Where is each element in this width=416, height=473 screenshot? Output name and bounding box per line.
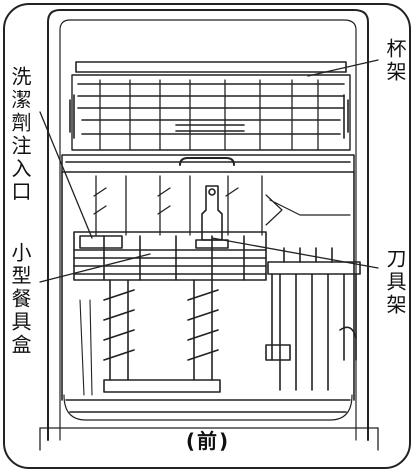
- dishwasher-tub: [47, 9, 369, 441]
- knife-rack-shape: [265, 247, 361, 391]
- diagram-frame: [3, 3, 411, 469]
- detergent-inlet-label: 洗潔劑注入口: [8, 66, 32, 204]
- cup-rack-leader: [307, 59, 379, 77]
- main-rack: [61, 154, 355, 413]
- small-item-box-label: 小型餐具盒: [8, 242, 32, 357]
- cup-rack-shape: [69, 61, 351, 151]
- leader-lines: [39, 59, 379, 283]
- front-base: [39, 427, 379, 451]
- front-label: (前): [185, 429, 231, 453]
- knife-rack-label: 刀具架: [383, 248, 407, 317]
- rack-tines: [93, 79, 351, 236]
- cup-rack-label: 杯架: [383, 38, 407, 84]
- small-item-box-leader: [39, 253, 151, 283]
- detergent-inlet-leader: [39, 111, 93, 239]
- knife-rack-leader: [211, 237, 379, 269]
- small-item-box-shape: [73, 231, 267, 396]
